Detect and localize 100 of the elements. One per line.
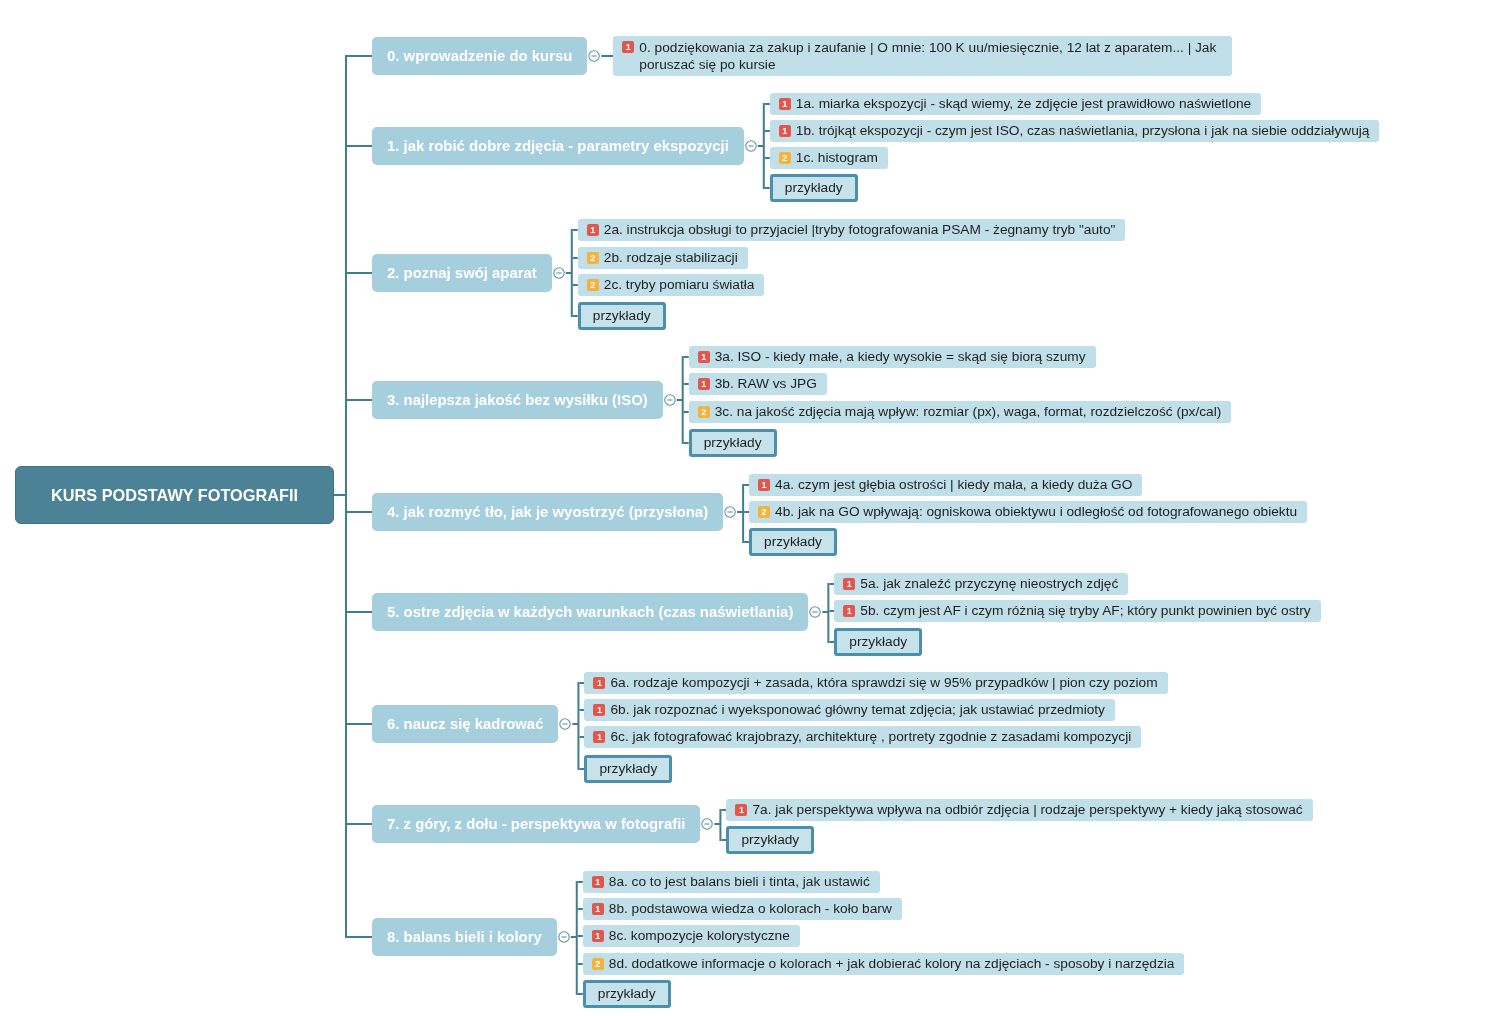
- priority-badge: 1: [591, 876, 604, 888]
- central-topic-box: KURS PODSTAWY FOTOGRAFII: [15, 466, 334, 524]
- connector-line: [578, 709, 586, 711]
- topic-text: 1c. histogram: [795, 149, 878, 167]
- topic-text: 2b. rodzaje stabilizacji: [603, 249, 738, 267]
- connector-line: [570, 881, 578, 995]
- main-topic-box: [372, 705, 573, 743]
- topic-title: 4. jak rozmyć tło, jak je wyostrzyć (przysłona): [387, 504, 709, 520]
- topic-text: 7a. jak perspektywa wpływa na odbiór zdjęcia | rodzaje perspektywy + kiedy jaką stosować: [752, 801, 1303, 819]
- examples-box: przykłady: [749, 528, 837, 556]
- connector-line: [346, 55, 373, 57]
- topic-text: 4b. jak na GO wpływają: ogniskowa obiektywu i odległość od fotografowanego obiektu: [775, 503, 1298, 521]
- connector-line: [571, 229, 579, 231]
- connector-line: [743, 484, 751, 486]
- examples-box: przykłady: [577, 302, 666, 330]
- subtopic-box: [577, 219, 1126, 241]
- main-topic-box: [372, 593, 823, 631]
- topic-text: 3b. RAW vs JPG: [714, 375, 817, 393]
- connector-line: [346, 723, 373, 725]
- topic-title: 8. balans bieli i kolory: [387, 929, 542, 945]
- connector-line: [571, 284, 579, 286]
- topic-text: 8a. co to jest balans bieli i tinta, jak ustawić: [608, 873, 870, 891]
- connector-line: [565, 229, 573, 317]
- connector-line: [571, 315, 579, 317]
- main-topic-box: [372, 381, 677, 419]
- priority-badge: 1: [591, 903, 604, 915]
- subtopic-box: [577, 274, 765, 296]
- subtopic-box: [769, 93, 1262, 115]
- topic-text: 4a. czym jest głębia ostrości | kiedy mała, a kiedy duża GO: [775, 476, 1133, 494]
- topic-text: 3a. ISO - kiedy małe, a kiedy wysokie = skąd się biorą szumy: [714, 348, 1086, 366]
- connector-line: [828, 641, 836, 643]
- subtopic-box: [613, 36, 1233, 76]
- priority-badge: 1: [593, 704, 606, 716]
- priority-badge: 1: [586, 224, 599, 236]
- connector-line: [828, 583, 836, 585]
- topic-text: 6c. jak fotografować krajobrazy, architekturę , portrety zgodnie z zasadami kompozycji: [610, 728, 1132, 746]
- connector-line: [571, 257, 579, 259]
- main-topic-box: [372, 127, 758, 165]
- topic-text: 6a. rodzaje kompozycji + zasada, która sprawdzi się w 95% przypadków | pion czy poziom: [610, 674, 1158, 692]
- topic-title: 5. ostre zdjęcia w każdych warunkach (czas naświetlania): [387, 604, 794, 620]
- subtopic-box: [582, 953, 1185, 975]
- priority-badge: 1: [735, 804, 748, 816]
- priority-badge: 2: [586, 252, 599, 264]
- subtopic-box: [688, 346, 1096, 368]
- examples-box: przykłady: [769, 174, 858, 202]
- connector-line: [572, 682, 580, 770]
- priority-badge: 1: [758, 479, 771, 491]
- connector-line: [346, 272, 373, 274]
- connector-line: [346, 399, 373, 401]
- connector-line: [822, 583, 830, 643]
- connector-line: [720, 809, 728, 811]
- connector-line: [346, 823, 373, 825]
- subtopic-box: [577, 247, 748, 269]
- connector-line: [334, 55, 347, 938]
- main-topic-box: [372, 805, 715, 843]
- topic-text: 3c. na jakość zdjęcia mają wpływ: rozmiar (px), waga, format, rozdzielczość (px/cal): [714, 403, 1222, 421]
- examples-box: przykłady: [834, 628, 923, 656]
- priority-badge: 1: [843, 605, 856, 617]
- examples-box: przykłady: [584, 755, 673, 783]
- topic-title: 7. z góry, z dołu - perspektywa w fotografii: [387, 816, 686, 832]
- connector-line: [737, 484, 745, 543]
- priority-badge: 1: [593, 677, 606, 689]
- topic-text: 1b. trójkąt ekspozycji - czym jest ISO, czas naświetlania, przysłona i jak na siebie oddziaływują: [795, 122, 1370, 140]
- topic-text: 8b. podstawowa wiedza o kolorach - koło barw: [608, 900, 892, 918]
- connector-line: [578, 768, 586, 770]
- connector-line: [346, 145, 373, 147]
- connector-line: [763, 187, 771, 189]
- subtopic-box: [726, 799, 1313, 821]
- subtopic-box: [688, 401, 1232, 423]
- main-topic-box: [372, 493, 738, 531]
- subtopic-box: [769, 120, 1380, 142]
- examples-box: przykłady: [582, 980, 671, 1008]
- topic-text: 2c. tryby pomiaru światła: [603, 276, 755, 294]
- connector-line: [346, 936, 373, 938]
- main-topic-box: [372, 918, 571, 956]
- topic-title: 0. wprowadzenie do kursu: [387, 48, 573, 64]
- subtopic-box: [584, 699, 1115, 721]
- main-topic-box: [372, 254, 566, 292]
- connector-line: [682, 383, 690, 385]
- connector-line: [576, 908, 584, 910]
- topic-title: 6. naucz się kadrować: [387, 716, 544, 732]
- examples-box: przykłady: [726, 826, 815, 854]
- priority-badge: 1: [778, 98, 791, 110]
- connector-line: [578, 682, 586, 684]
- connector-line: [743, 541, 751, 543]
- topic-title: 3. najlepsza jakość bez wysiłku (ISO): [387, 392, 648, 408]
- topic-text: 1a. miarka ekspozycji - skąd wiemy, że zdjęcie jest prawidłowo naświetlone: [795, 95, 1252, 113]
- priority-badge: 2: [591, 958, 604, 970]
- connector-line: [763, 157, 771, 159]
- subtopic-box: [769, 147, 888, 169]
- connector-line: [757, 103, 765, 189]
- priority-badge: 1: [778, 125, 791, 137]
- priority-badge: 1: [697, 378, 710, 390]
- topic-text: 5b. czym jest AF i czym różnią się tryby AF; który punkt powinien być ostry: [860, 602, 1311, 620]
- priority-badge: 1: [697, 351, 710, 363]
- examples-box: przykłady: [688, 429, 777, 457]
- topic-text: 0. podziękowania za zakup i zaufanie | O mnie: 100 K uu/miesięcznie, 12 lat z aparatem... | Jak poruszać się po kursie: [639, 39, 1218, 73]
- priority-badge: 1: [593, 731, 606, 743]
- main-topic-box: [372, 37, 602, 75]
- connector-line: [682, 356, 690, 358]
